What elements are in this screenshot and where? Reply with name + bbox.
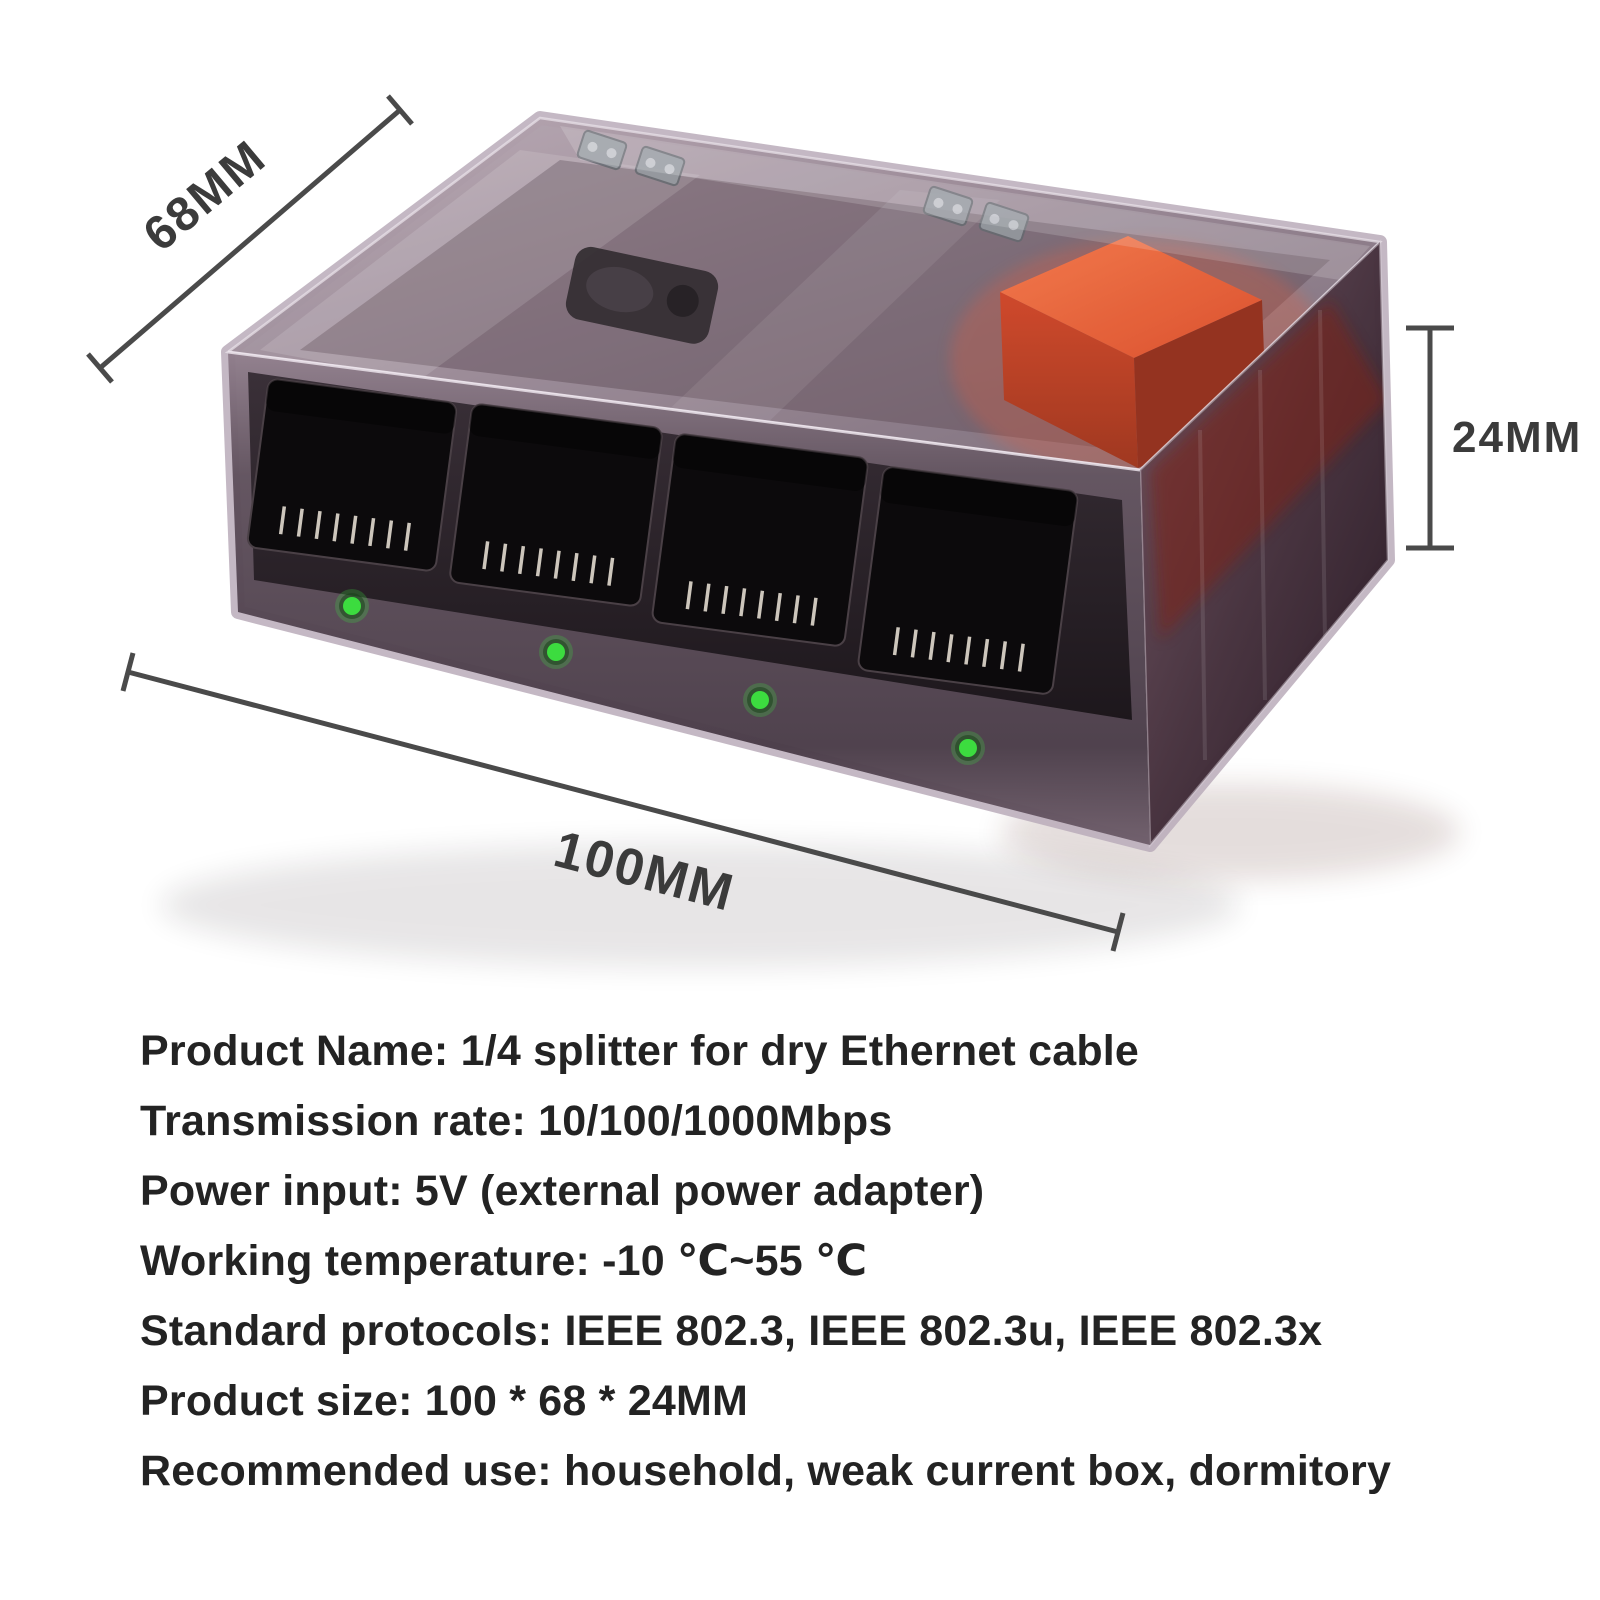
- led-indicator: [335, 589, 369, 623]
- spec-line-recommended-use: Recommended use: household, weak current…: [140, 1447, 1392, 1495]
- device-right-face: [1138, 239, 1390, 849]
- ground-shadow: [160, 843, 1240, 967]
- dimension-width: [120, 652, 1126, 952]
- rj45-port: [651, 433, 869, 647]
- spec-line-working-temperature: Working temperature: -10 ℃~55 ℃: [140, 1237, 868, 1285]
- rj45-port: [449, 403, 663, 607]
- led-indicator: [539, 635, 573, 669]
- dimension-height: [1406, 325, 1454, 551]
- rj45-port: [857, 466, 1079, 695]
- port-pins: [892, 627, 1025, 672]
- spec-line-transmission-rate: Transmission rate: 10/100/1000Mbps: [140, 1097, 893, 1145]
- dimension-depth-label: 68MM: [134, 130, 276, 261]
- led-indicator: [743, 683, 777, 717]
- spec-line-product-name: Product Name: 1/4 splitter for dry Ether…: [140, 1027, 1140, 1075]
- led-indicator: [951, 731, 985, 765]
- product-image: 68MM 24MM 100MM: [86, 94, 1582, 967]
- internal-terminal-blocks: [576, 129, 1030, 243]
- device-front-face: [227, 350, 1150, 845]
- rj45-port: [246, 378, 458, 572]
- device-top-face: [224, 116, 1383, 472]
- port-pins: [685, 581, 818, 626]
- port-pins: [278, 506, 411, 551]
- led-indicators: [335, 589, 985, 765]
- product-specs: Product Name: 1/4 splitter for dry Ether…: [140, 1016, 1540, 1506]
- spec-line-power-input: Power input: 5V (external power adapter): [140, 1167, 985, 1215]
- internal-inductor: [565, 246, 719, 344]
- dimension-depth: [86, 94, 414, 384]
- port-pins: [482, 541, 615, 586]
- spec-line-product-size: Product size: 100 * 68 * 24MM: [140, 1377, 749, 1425]
- dimension-height-label: 24MM: [1452, 413, 1582, 462]
- spec-line-standard-protocols: Standard protocols: IEEE 802.3, IEEE 802…: [140, 1307, 1323, 1355]
